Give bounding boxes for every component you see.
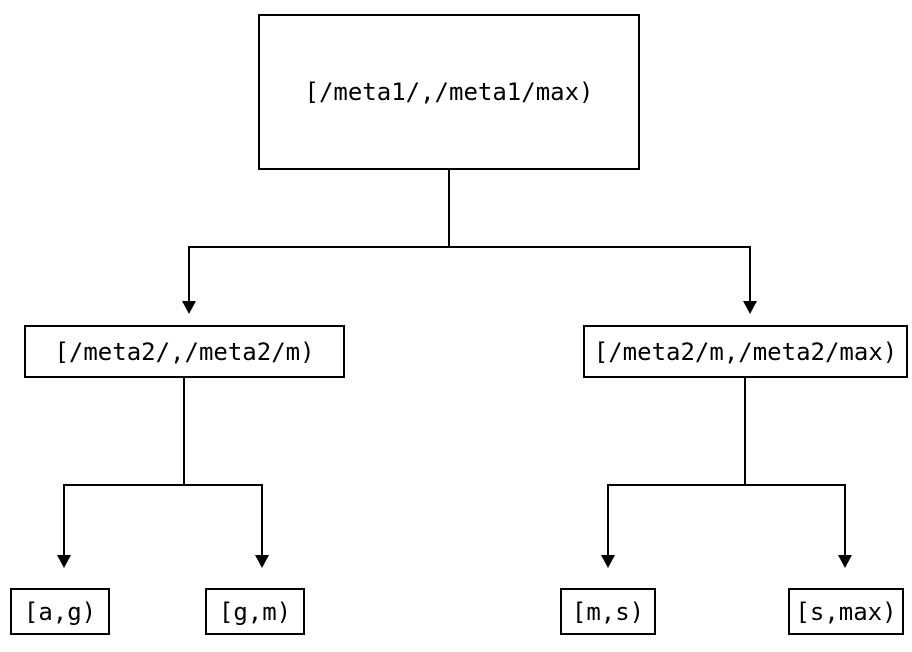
arrowhead-down-icon: [601, 555, 615, 568]
edge-right-horizontal: [607, 484, 846, 486]
node-right-range: [/meta2/m,/meta2/max): [583, 325, 908, 378]
edge-root-stem: [448, 170, 450, 248]
node-leaf-ms: [m,s): [560, 588, 656, 635]
arrowhead-down-icon: [182, 301, 196, 314]
edge-to-left-child: [188, 246, 190, 302]
edge-to-right-child: [749, 246, 751, 302]
arrowhead-down-icon: [57, 555, 71, 568]
edge-right-stem: [744, 378, 746, 486]
node-root-range: [/meta1/,/meta1/max): [258, 14, 640, 170]
node-leaf-ag: [a,g): [10, 588, 110, 635]
node-left-range: [/meta2/,/meta2/m): [24, 325, 345, 378]
arrowhead-down-icon: [838, 555, 852, 568]
edge-to-leaf-gm: [261, 484, 263, 556]
edge-to-leaf-ag: [63, 484, 65, 556]
edge-to-leaf-ms: [607, 484, 609, 556]
edge-level1-horizontal: [188, 246, 751, 248]
arrowhead-down-icon: [743, 301, 757, 314]
arrowhead-down-icon: [255, 555, 269, 568]
edge-left-stem: [183, 378, 185, 486]
edge-left-horizontal: [63, 484, 263, 486]
node-leaf-smax: [s,max): [788, 588, 904, 635]
node-leaf-gm: [g,m): [205, 588, 305, 635]
edge-to-leaf-smax: [844, 484, 846, 556]
